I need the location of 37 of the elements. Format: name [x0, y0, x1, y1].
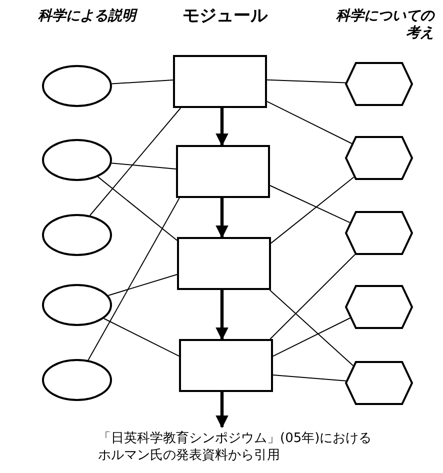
connector-line: [269, 290, 354, 366]
arrow: [216, 290, 228, 340]
ellipse-node: [42, 284, 112, 326]
module-box: [179, 339, 273, 392]
column-heading: 科学についての考え: [335, 8, 434, 42]
arrow: [216, 392, 228, 428]
hexagon-node: [345, 62, 413, 106]
connector-line: [111, 162, 176, 170]
ellipse-node: [42, 214, 112, 256]
arrow: [216, 198, 228, 238]
source-caption: 「日英科学教育シンポジウム」(05年)におけるホルマン氏の発表資料から引用: [98, 431, 373, 465]
hexagon-node: [345, 211, 413, 255]
connector-line: [270, 176, 354, 244]
ellipse-node: [42, 359, 112, 401]
ellipse-node: [42, 65, 112, 107]
connector-line: [266, 79, 346, 84]
ellipse-node: [42, 139, 112, 181]
connector-line: [272, 318, 351, 357]
module-box: [176, 145, 270, 198]
connector-line: [270, 254, 356, 340]
arrow: [216, 108, 228, 146]
connector-line: [272, 374, 346, 382]
connector-line: [89, 108, 182, 216]
connector-line: [97, 176, 178, 241]
connector-line: [103, 318, 180, 357]
column-heading: モジュール: [182, 6, 269, 26]
connector-line: [108, 274, 178, 296]
column-heading: 科学による説明: [38, 8, 139, 25]
connector-line: [266, 100, 352, 144]
connector-line: [111, 80, 174, 84]
connector-line: [270, 185, 350, 224]
hexagon-node: [345, 285, 413, 329]
hexagon-node: [345, 136, 413, 180]
hexagon-node: [345, 361, 413, 405]
module-box: [173, 55, 267, 108]
connector-line: [88, 198, 180, 361]
module-box: [177, 237, 271, 290]
